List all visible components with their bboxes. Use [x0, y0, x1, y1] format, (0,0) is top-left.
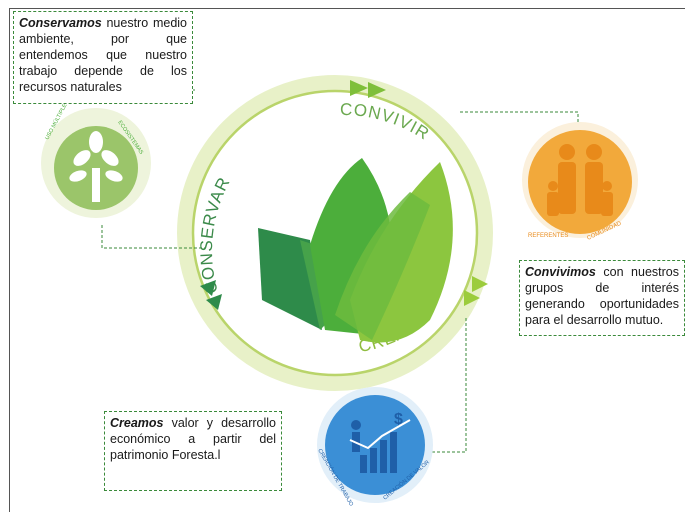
creamos-title: Creamos	[110, 416, 164, 430]
convivimos-title: Convivimos	[525, 265, 596, 279]
connector-convivir	[460, 111, 579, 125]
page-frame	[9, 8, 685, 512]
arrow-left-1	[200, 280, 216, 296]
badge-comunidad-label1: REFERENTES	[528, 233, 568, 239]
conservamos-title: Conservamos	[19, 16, 102, 30]
growth-arrow-icon	[349, 419, 411, 450]
inner-ring-line	[191, 89, 479, 377]
ring-label-conservar: CONSERVAR	[197, 174, 234, 296]
arrow-top-2	[368, 82, 386, 98]
convivimos-box: Convivimos con nuestros grupos de interé…	[519, 260, 685, 336]
leaf-front	[335, 192, 430, 340]
arrow-left-2	[206, 294, 222, 310]
connector-bosque	[101, 225, 205, 249]
convivimos-text: con nuestros grupos de interés generando…	[525, 265, 679, 327]
arrow-right-1	[472, 276, 488, 292]
family-icon	[547, 144, 613, 216]
svg-text:$: $	[394, 411, 403, 428]
arrow-top-1	[350, 80, 368, 96]
community-badge	[528, 130, 632, 234]
conservamos-box: Conservamos nuestro medio ambiente, por …	[13, 11, 193, 104]
conservamos-text: nuestro medio ambiente, por que entendem…	[19, 16, 187, 94]
creamos-text: valor y desarrollo económico a partir de…	[110, 416, 276, 462]
value-badge	[325, 395, 425, 495]
arrow-right-2	[464, 290, 480, 306]
outer-ring	[177, 75, 493, 391]
tree-icon	[69, 131, 123, 202]
creamos-box: Creamos valor y desarrollo económico a p…	[104, 411, 282, 491]
